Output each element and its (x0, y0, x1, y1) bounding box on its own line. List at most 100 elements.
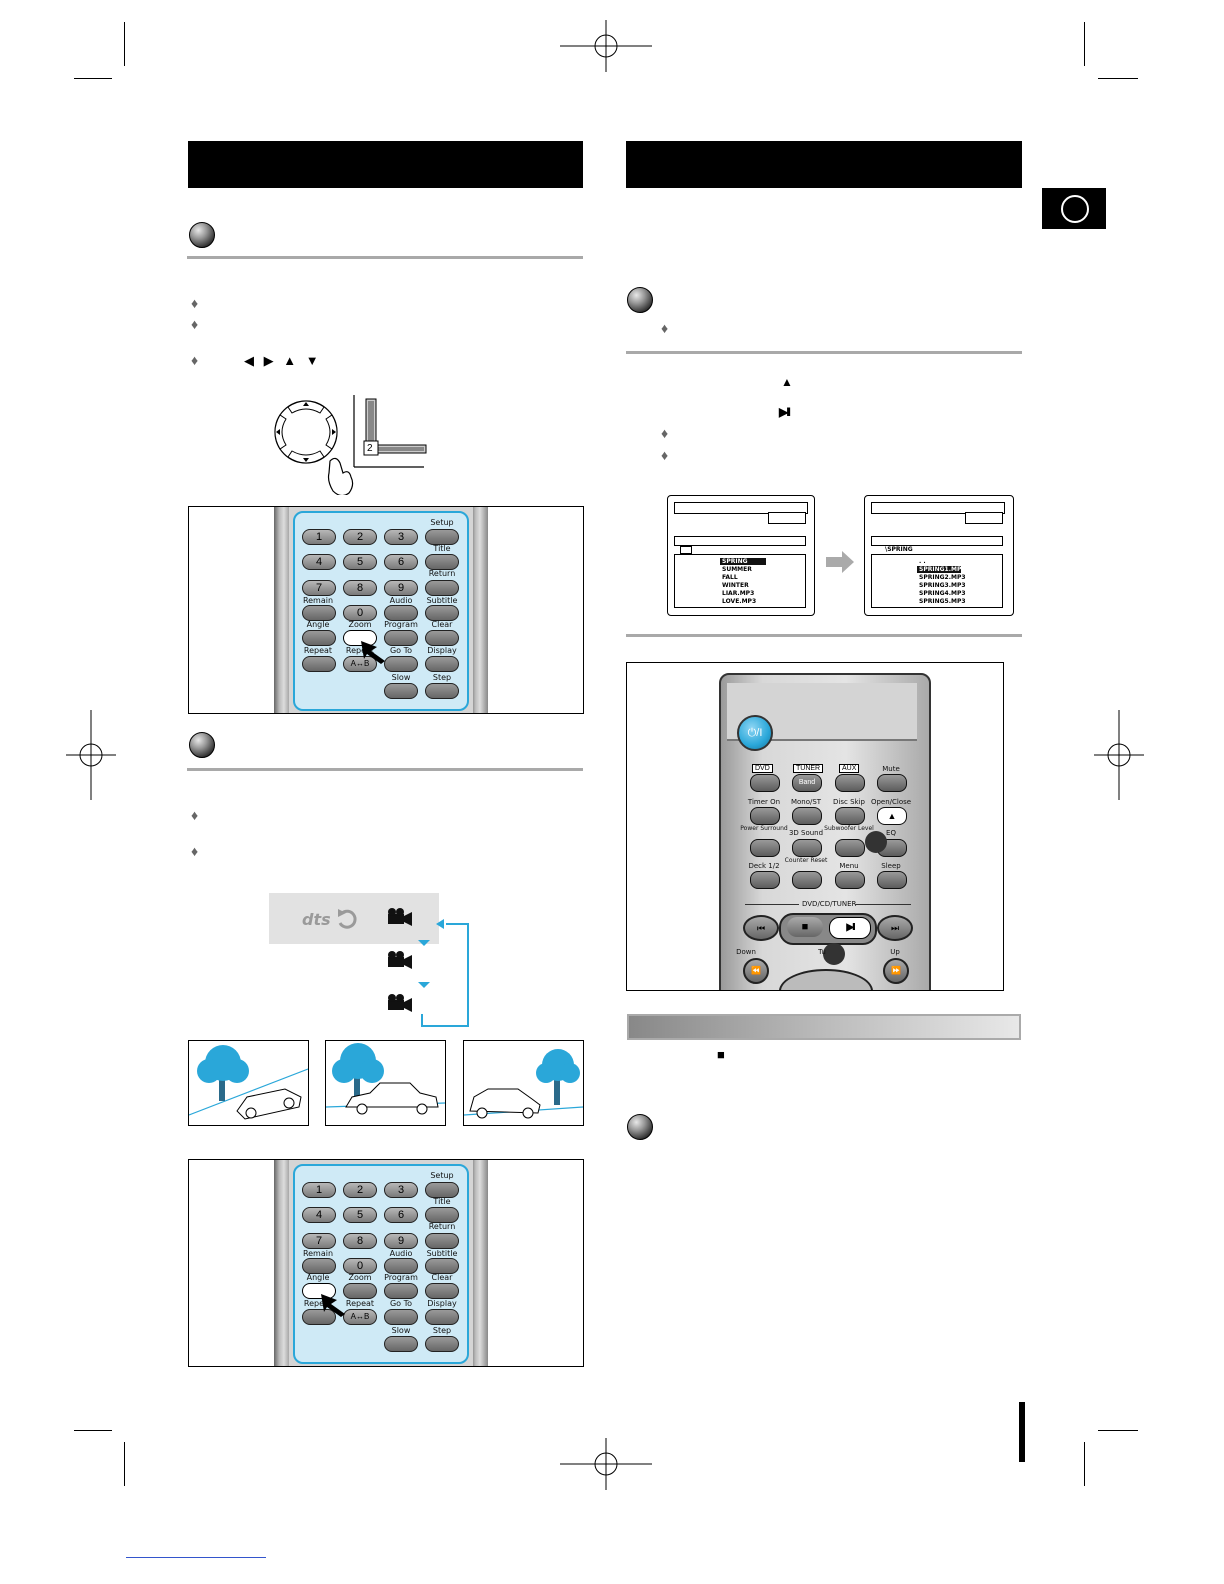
subsection-rule-zoom (187, 256, 583, 259)
display-button[interactable] (425, 656, 459, 672)
main-remote-illustration: ⏻/I DVD TUNER AUX Mute Band Timer On Mon… (626, 662, 1004, 991)
remain-button[interactable] (302, 1258, 336, 1274)
step-label: Step (432, 1326, 452, 1335)
subwoofer-level-button[interactable] (835, 839, 865, 857)
band-button[interactable]: Band (792, 774, 822, 792)
setup-button[interactable] (425, 1182, 459, 1198)
subtitle-button[interactable] (425, 1258, 459, 1274)
dvd-button[interactable] (750, 774, 780, 792)
power-surround-button[interactable] (750, 839, 780, 857)
mono-st-button[interactable] (792, 807, 822, 825)
key-3[interactable]: 3 (384, 1182, 418, 1198)
clear-button[interactable] (425, 630, 459, 646)
remote-illustration-angle: 1 2 3 4 5 6 7 8 9 0 Setup Title Return R… (188, 1159, 584, 1367)
list-diamond: ♦ (191, 352, 199, 368)
key-2[interactable]: 2 (343, 529, 377, 545)
file-item: SPRING4.MP3 (919, 590, 966, 597)
angle-scene-3 (463, 1040, 584, 1126)
step-button[interactable] (425, 683, 459, 699)
timer-on-button[interactable] (750, 807, 780, 825)
display-button[interactable] (425, 1309, 459, 1325)
angle-button[interactable] (302, 630, 336, 646)
key-9[interactable]: 9 (384, 1233, 418, 1249)
return-button[interactable] (425, 1233, 459, 1249)
subtitle-label: Subtitle (426, 1249, 458, 1258)
program-button[interactable] (384, 630, 418, 646)
step-button[interactable] (425, 1336, 459, 1352)
left-section-header (188, 141, 583, 188)
list-diamond: ♦ (191, 316, 199, 332)
disc-skip-button[interactable] (835, 807, 865, 825)
play-pause-button[interactable]: ▶II (829, 917, 871, 939)
key-7[interactable]: 7 (302, 580, 336, 596)
angle-label: Angle (306, 1273, 330, 1282)
key-1[interactable]: 1 (302, 1182, 336, 1198)
key-9[interactable]: 9 (384, 580, 418, 596)
goto-button[interactable] (384, 656, 418, 672)
subtitle-label: Subtitle (426, 596, 458, 605)
repeat-button[interactable] (302, 1309, 336, 1325)
next-track-button[interactable]: ⏭ (877, 915, 913, 941)
fast-forward-button[interactable]: ⏩ (883, 958, 909, 984)
goto-button[interactable] (384, 1309, 418, 1325)
key-8[interactable]: 8 (343, 1233, 377, 1249)
return-button[interactable] (425, 580, 459, 596)
display-label: Display (427, 646, 457, 655)
repeat-ab-button[interactable]: A↔B (343, 656, 377, 672)
key-6[interactable]: 6 (384, 1207, 418, 1223)
key-5[interactable]: 5 (343, 1207, 377, 1223)
key-3[interactable]: 3 (384, 529, 418, 545)
key-6[interactable]: 6 (384, 554, 418, 570)
zoom-button[interactable] (343, 630, 377, 646)
repeat-ab-top-label: Repeat (345, 646, 375, 655)
title-button[interactable] (425, 554, 459, 570)
mute-button[interactable] (877, 774, 907, 792)
aux-label: AUX (839, 764, 860, 773)
program-button[interactable] (384, 1283, 418, 1299)
slow-button[interactable] (384, 1336, 418, 1352)
folder-item: SUMMER (722, 566, 752, 573)
repeat-ab-button[interactable]: A↔B (343, 1309, 377, 1325)
direction-pad-illustration (274, 395, 427, 495)
3d-sound-button[interactable] (792, 839, 822, 857)
remain-button[interactable] (302, 605, 336, 621)
key-8[interactable]: 8 (343, 580, 377, 596)
deck-button[interactable] (750, 871, 780, 889)
stop-button[interactable]: ■ (787, 917, 823, 937)
aux-button[interactable] (835, 774, 865, 792)
clear-button[interactable] (425, 1283, 459, 1299)
counter-reset-label: Counter Reset (784, 857, 828, 864)
key-2[interactable]: 2 (343, 1182, 377, 1198)
repeat-button[interactable] (302, 656, 336, 672)
prev-track-button[interactable]: ⏮ (743, 915, 779, 941)
subtitle-button[interactable] (425, 605, 459, 621)
sleep-button[interactable] (877, 871, 907, 889)
title-button[interactable] (425, 1207, 459, 1223)
angle-button[interactable] (302, 1283, 336, 1299)
file-item: SPRING2.MP3 (919, 574, 966, 581)
menu-button[interactable] (835, 871, 865, 889)
counter-reset-button[interactable] (792, 871, 822, 889)
key-1[interactable]: 1 (302, 529, 336, 545)
rewind-button[interactable]: ⏪ (743, 958, 769, 984)
zoom-label: Zoom (348, 1273, 372, 1282)
key-0[interactable]: 0 (343, 1258, 377, 1274)
title-label: Title (433, 544, 451, 553)
subsection-bullet-next (627, 1114, 653, 1140)
setup-label: Setup (430, 518, 454, 527)
list-diamond: ♦ (191, 843, 199, 859)
remain-label: Remain (302, 1249, 334, 1258)
setup-button[interactable] (425, 529, 459, 545)
zoom-button[interactable] (343, 1283, 377, 1299)
open-close-button[interactable]: ▲ (877, 807, 907, 825)
key-0[interactable]: 0 (343, 605, 377, 621)
power-button[interactable]: ⏻/I (737, 715, 773, 751)
key-5[interactable]: 5 (343, 554, 377, 570)
key-7[interactable]: 7 (302, 1233, 336, 1249)
slow-button[interactable] (384, 683, 418, 699)
current-folder-path: \SPRING (885, 546, 913, 553)
key-4[interactable]: 4 (302, 554, 336, 570)
audio-button[interactable] (384, 605, 418, 621)
audio-button[interactable] (384, 1258, 418, 1274)
key-4[interactable]: 4 (302, 1207, 336, 1223)
